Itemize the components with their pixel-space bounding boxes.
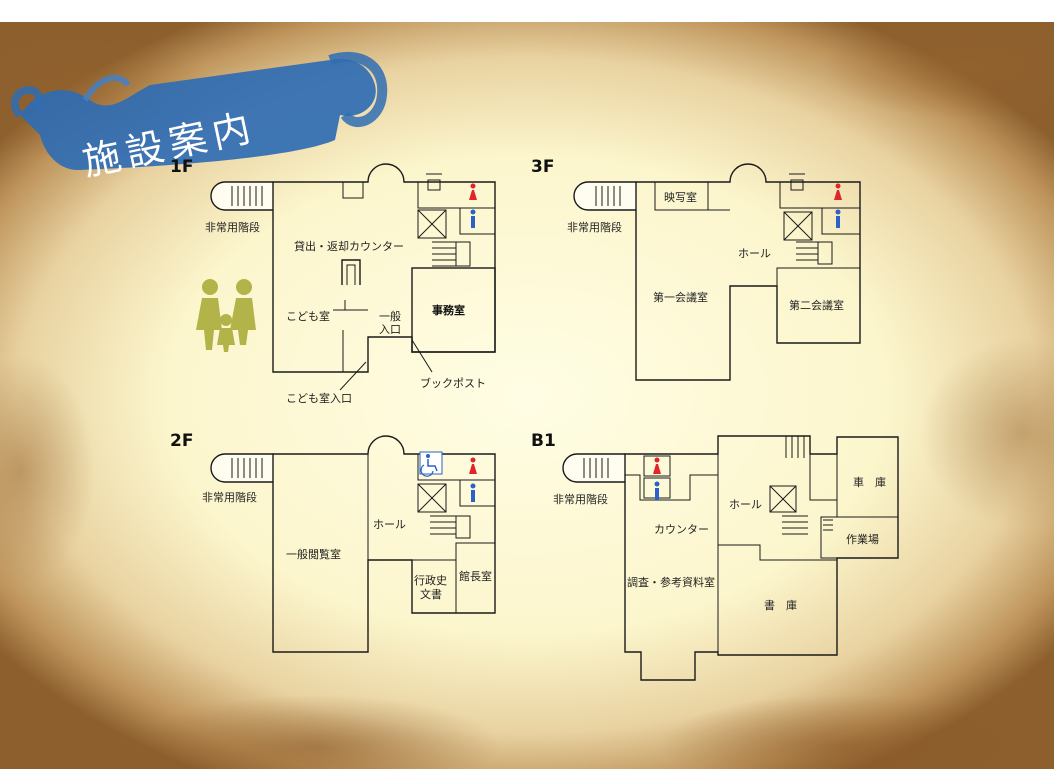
room-hall-b1: ホール (729, 498, 762, 511)
room-garage-b1: 車 庫 (853, 475, 886, 489)
male-toilet-icon (470, 483, 476, 502)
room-emergency-stairs-2f: 非常用階段 (202, 490, 257, 504)
title-banner: 施設案内 (10, 51, 388, 184)
male-toilet-icon (470, 209, 476, 228)
floor-label-2f: 2F (170, 431, 193, 451)
room-projection-3f: 映写室 (664, 190, 697, 204)
room-hall-3f: ホール (738, 247, 771, 260)
female-toilet-icon (653, 457, 661, 474)
room-reference-b1: 調査・参考資料室 (627, 575, 715, 589)
label-general-entrance-1: 一般 (379, 310, 401, 323)
room-workshop-b1: 作業場 (846, 533, 879, 546)
room-admin-docs-1-2f: 行政史 (414, 573, 447, 587)
room-emergency-stairs-b1: 非常用階段 (553, 492, 608, 506)
accessible-toilet-icon (419, 451, 443, 477)
male-toilet-icon (654, 481, 660, 500)
male-toilet-icon (835, 209, 841, 228)
floor-label-b1: B1 (531, 431, 556, 451)
room-conf-2-3f: 第二会議室 (789, 298, 844, 312)
female-toilet-icon (834, 183, 842, 200)
label-book-post: ブックポスト (420, 376, 486, 390)
room-emergency-stairs-3f: 非常用階段 (567, 220, 622, 234)
room-counter-1f: 貸出・返却カウンター (294, 239, 404, 253)
label-kids-entrance: こども室入口 (286, 391, 352, 405)
kids-figures-icon (196, 279, 256, 352)
toilet-sink-icon (426, 173, 442, 191)
floor-1f: 1F (170, 157, 496, 405)
room-director-2f: 館長室 (459, 569, 492, 583)
floor-2f: 2F 非常用階段 ホール (170, 431, 496, 653)
female-toilet-icon (469, 183, 477, 200)
room-counter-b1: カウンター (654, 523, 709, 536)
floor-b1: B1 (531, 431, 899, 681)
room-stacks-b1: 書 庫 (764, 598, 797, 612)
room-admin-docs-2-2f: 文書 (420, 587, 442, 601)
floor-3f: 3F 非常用階段 映写室 ホール 第一会 (531, 157, 861, 381)
room-hall-2f: ホール (373, 518, 406, 531)
room-conf-1-3f: 第一会議室 (653, 290, 708, 304)
label-general-entrance-2: 入口 (379, 323, 401, 336)
floor-label-3f: 3F (531, 157, 554, 177)
floor-label-1f: 1F (170, 157, 193, 177)
room-office-1f: 事務室 (432, 303, 465, 317)
room-reading-2f: 一般閲覧室 (286, 547, 341, 561)
room-emergency-stairs-1f: 非常用階段 (205, 220, 260, 234)
toilet-sink-icon (789, 173, 805, 191)
female-toilet-icon (469, 457, 477, 474)
room-kids-1f: こども室 (286, 309, 330, 323)
